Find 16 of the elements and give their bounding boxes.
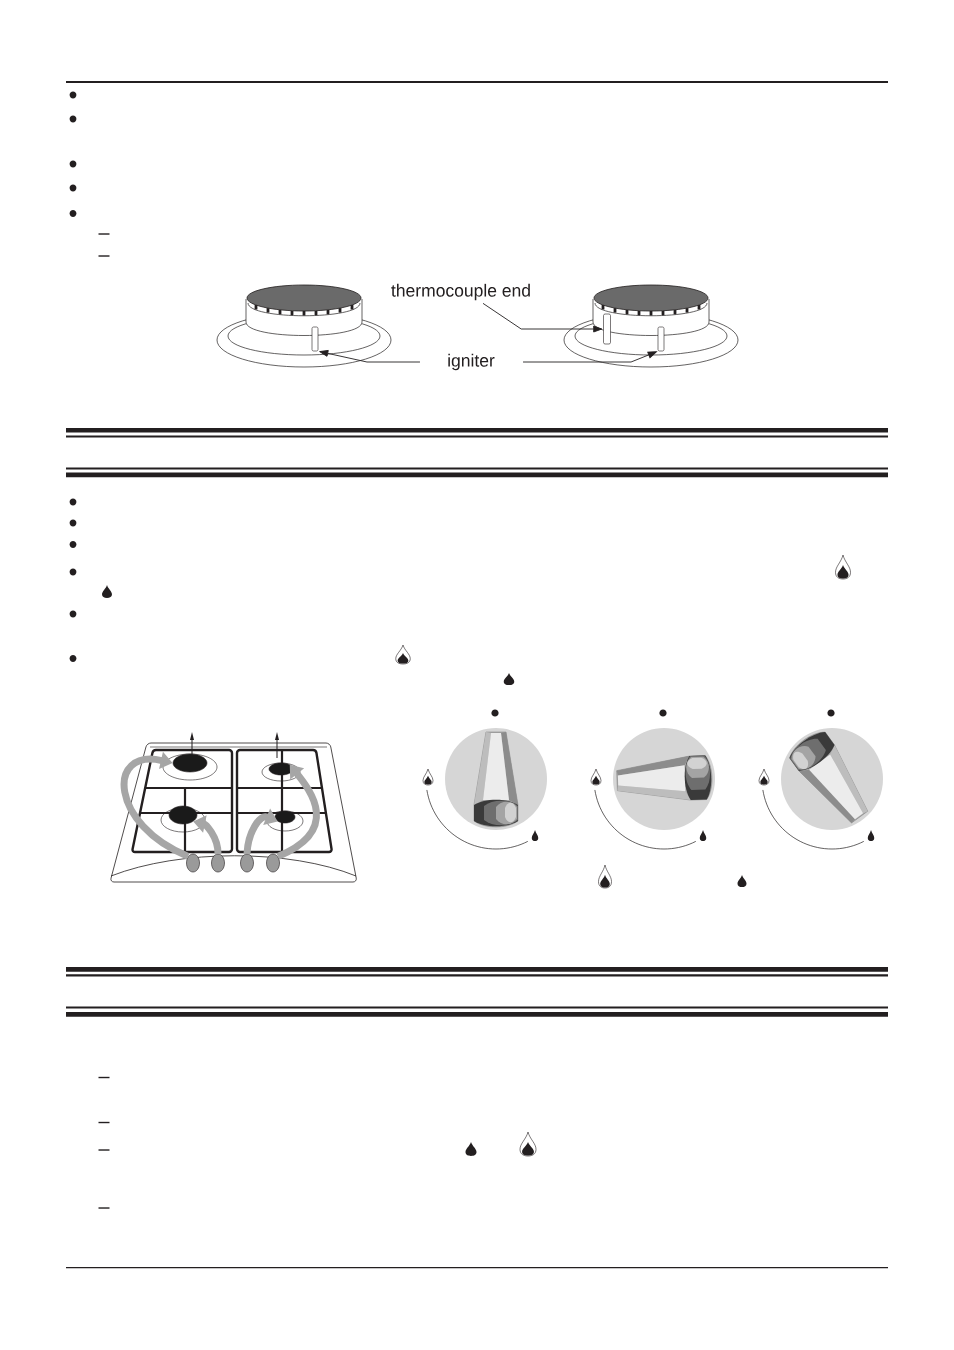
knob <box>240 853 254 873</box>
curved-arrow <box>120 751 190 860</box>
leader-arrow <box>482 302 603 333</box>
knob <box>266 853 280 873</box>
burner <box>168 805 198 825</box>
igniter-rod <box>657 326 665 352</box>
igniter-rod <box>311 326 319 352</box>
burner <box>172 753 208 773</box>
leader-arrow <box>319 350 421 363</box>
knob <box>211 853 225 873</box>
knob <box>186 853 200 873</box>
burner <box>274 810 296 824</box>
part-label: igniter <box>448 353 495 371</box>
thermocouple-rod <box>603 313 611 345</box>
part-label: thermocouple end <box>391 283 530 301</box>
leader-arrow <box>522 351 657 363</box>
